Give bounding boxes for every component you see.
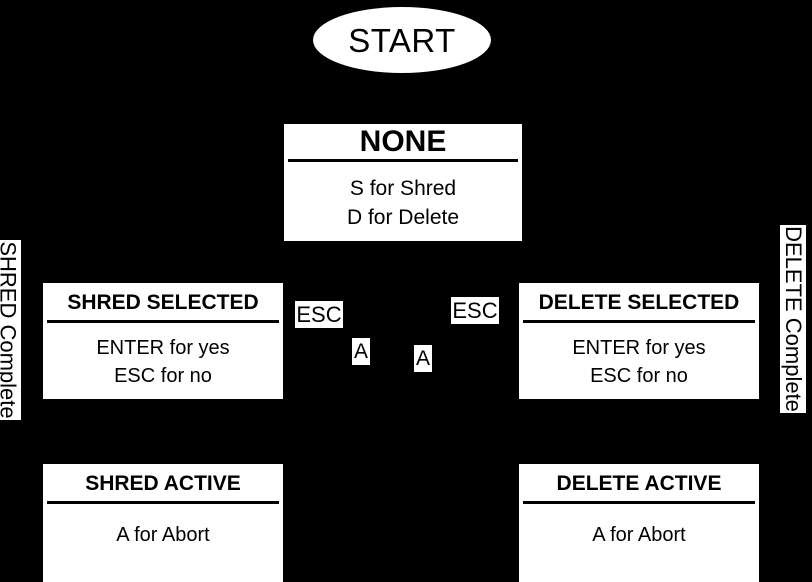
edge-label-shred-complete-text: SHRED Complete [0, 241, 21, 419]
start-node-label: START [348, 21, 456, 59]
state-none-body: S for Shred D for Delete [346, 177, 460, 229]
state-none-title: NONE [288, 124, 518, 162]
start-node[interactable]: START [313, 7, 491, 73]
state-node-shred-active[interactable]: SHRED ACTIVE A for Abort [43, 464, 283, 582]
edge-label-abort-delete-active: A [414, 345, 432, 372]
state-shred-active-title: SHRED ACTIVE [47, 464, 279, 504]
edge-label-esc-delete-selected: ESC [451, 297, 499, 324]
state-shred-selected-body: ENTER for yes ESC for no [96, 337, 230, 387]
state-delete-selected-title: DELETE SELECTED [523, 283, 755, 323]
state-node-none[interactable]: NONE S for Shred D for Delete [284, 124, 522, 241]
state-node-delete-selected[interactable]: DELETE SELECTED ENTER for yes ESC for no [519, 283, 759, 399]
state-shred-active-body: A for Abort [116, 524, 210, 546]
state-delete-selected-body: ENTER for yes ESC for no [572, 337, 706, 387]
state-node-shred-selected[interactable]: SHRED SELECTED ENTER for yes ESC for no [43, 283, 283, 399]
edge-label-delete-complete: DELETE Complete [780, 225, 806, 413]
edge-label-abort-shred-active: A [352, 338, 370, 365]
state-delete-active-body: A for Abort [592, 524, 686, 546]
edge-label-delete-complete-text: DELETE Complete [781, 226, 807, 412]
edge-label-esc-shred-selected: ESC [295, 301, 343, 328]
state-delete-active-title: DELETE ACTIVE [523, 464, 755, 504]
state-shred-selected-title: SHRED SELECTED [47, 283, 279, 323]
state-node-delete-active[interactable]: DELETE ACTIVE A for Abort [519, 464, 759, 582]
edge-label-shred-complete: SHRED Complete [0, 240, 21, 420]
